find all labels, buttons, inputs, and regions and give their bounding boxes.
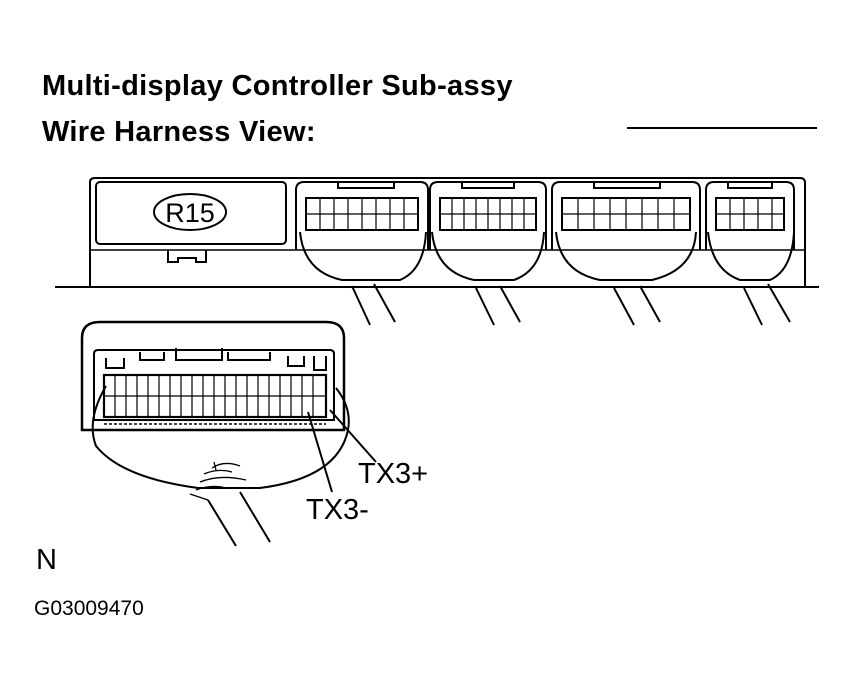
r15-housing [95,181,287,263]
r15-label-oval [153,193,227,231]
wire-harness-bundle [91,385,350,547]
connector-3 [551,181,701,326]
diagram-title-line1: Multi-display Controller Sub-assy [42,70,513,102]
diagram-title-line2: Wire Harness View: [42,116,316,148]
figure-code: G03009470 [34,597,144,620]
tx3-minus-leader [307,411,333,493]
connector-1 [295,181,429,326]
tx3-plus-leader [329,409,377,463]
enlarged-connector [80,320,346,432]
pin-label-tx3-minus: TX3- [306,494,369,526]
connector-4 [705,181,795,326]
controller-body [55,177,819,288]
connector-2 [429,181,547,326]
r15-label: R15 [165,198,215,228]
north-label: N [36,544,57,576]
pin-label-tx3-plus: TX3+ [358,458,429,490]
